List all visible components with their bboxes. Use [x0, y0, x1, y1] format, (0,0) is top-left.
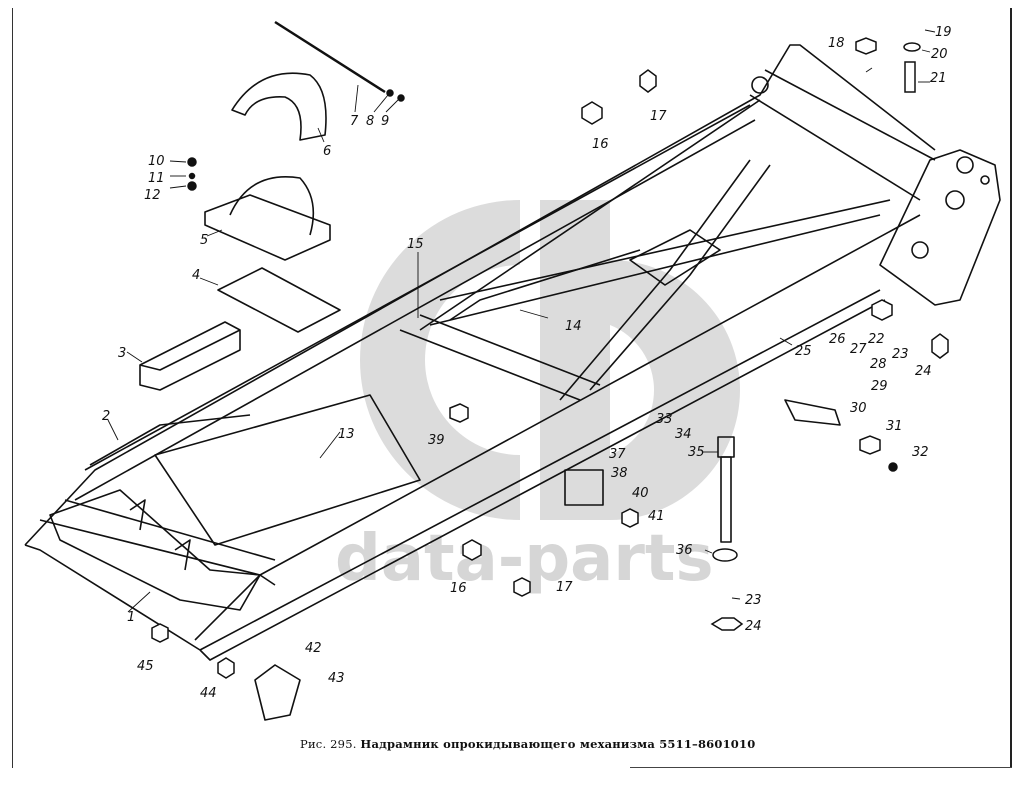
part-39-bolt: [449, 403, 469, 423]
part-31-bolt: [859, 435, 881, 455]
callout-31: 31: [886, 419, 903, 434]
callout-24-top: 24: [915, 364, 932, 379]
callout-39-40: 40: [632, 486, 649, 501]
callout-36: 36: [676, 543, 693, 558]
truss-frame-14: [399, 99, 891, 401]
callout-33: 33: [656, 412, 673, 427]
part-5-bearing-housing: [204, 176, 331, 261]
callout-20: 20: [931, 47, 948, 62]
callout-3: 3: [118, 346, 126, 361]
callout-35: 35: [688, 445, 705, 460]
part-16-bolt-head-top: [581, 101, 603, 125]
leader-lines: [107, 29, 936, 613]
part-6-half-shell: [231, 72, 327, 141]
callout-44: 44: [200, 686, 217, 701]
part-3-pad: [139, 321, 241, 391]
caption-prefix: Рис. 295.: [300, 737, 357, 751]
part-22-bolt: [871, 299, 893, 321]
callout-1: 1: [127, 610, 135, 625]
part-20-washer: [903, 42, 921, 52]
fasteners: [151, 37, 949, 679]
part-45-bolt: [151, 623, 169, 643]
callout-18: 18: [828, 36, 845, 51]
callout-11: 11: [148, 171, 165, 186]
callout-14: 14: [565, 319, 582, 334]
part-7-rod: [274, 20, 386, 94]
callout-6: 6: [323, 144, 331, 159]
callout-39: 39: [428, 433, 445, 448]
callout-9: 9: [381, 114, 389, 129]
callout-17-bottom: 17: [556, 580, 573, 595]
callout-8: 8: [366, 114, 374, 129]
callout-19: 19: [935, 25, 952, 40]
callout-26: 26: [829, 332, 846, 347]
callout-13: 13: [338, 427, 355, 442]
callout-42: 42: [305, 641, 322, 656]
part-24-nut-bottom: [710, 617, 744, 631]
callout-29: 29: [871, 379, 888, 394]
callout-23-bottom: 23: [745, 593, 762, 608]
callout-32: 32: [912, 445, 929, 460]
part-36-washer: [712, 548, 738, 562]
part-44-nut: [217, 657, 235, 679]
callout-16-bottom: 16: [450, 581, 467, 596]
callout-21: 21: [930, 71, 947, 86]
callout-2: 2: [102, 409, 110, 424]
front-hitch-1: [49, 489, 261, 611]
callout-5: 5: [200, 233, 208, 248]
part-4-plate: [217, 267, 341, 333]
part-18-nut: [855, 37, 877, 55]
callout-7: 7: [350, 114, 359, 129]
rear-mount-plate: [749, 69, 1001, 306]
callout-30: 30: [850, 401, 867, 416]
page-border-bottom: [630, 767, 1012, 768]
part-41-nut: [621, 508, 639, 528]
callout-labels: 1 2 3 4 5 6 7 8 9 10 11 12 13 14 15 16 1…: [102, 25, 952, 701]
callout-10: 10: [148, 154, 165, 169]
caption-title: Надрамник опрокидывающего механизма 5511…: [360, 737, 756, 751]
page-border-right: [1010, 8, 1012, 768]
part-24-nut-top: [931, 333, 949, 359]
part-35-long-bolt: [717, 436, 735, 543]
part-42-plate: [254, 664, 301, 721]
part-37-plate: [564, 469, 604, 506]
part-17-nut-bottom: [513, 577, 531, 597]
callout-38: 38: [611, 466, 628, 481]
callout-23-top: 23: [892, 347, 909, 362]
callout-37: 37: [609, 447, 626, 462]
callout-15: 15: [407, 237, 424, 252]
part-21-bolt: [904, 61, 916, 93]
callout-12: 12: [144, 188, 161, 203]
callout-34: 34: [675, 427, 692, 442]
callout-16-top: 16: [592, 137, 609, 152]
callout-43: 43: [328, 671, 345, 686]
callout-27: 27: [850, 342, 867, 357]
callout-41: 41: [648, 509, 665, 524]
part-16-bolt-bottom: [462, 539, 482, 561]
watermark-logo: [360, 200, 740, 520]
callout-22: 22: [868, 332, 885, 347]
callout-24-bottom: 24: [745, 619, 762, 634]
page-border-left: [12, 8, 13, 768]
callout-25: 25: [795, 344, 812, 359]
part-30-pin: [784, 399, 841, 426]
floor-plate-13: [89, 394, 421, 546]
callout-17-top: 17: [650, 109, 667, 124]
figure-caption: Рис. 295. Надрамник опрокидывающего меха…: [300, 737, 755, 751]
callout-45: 45: [137, 659, 154, 674]
callout-4: 4: [192, 268, 200, 283]
callout-28: 28: [870, 357, 887, 372]
part-17-nut-top: [639, 69, 657, 93]
